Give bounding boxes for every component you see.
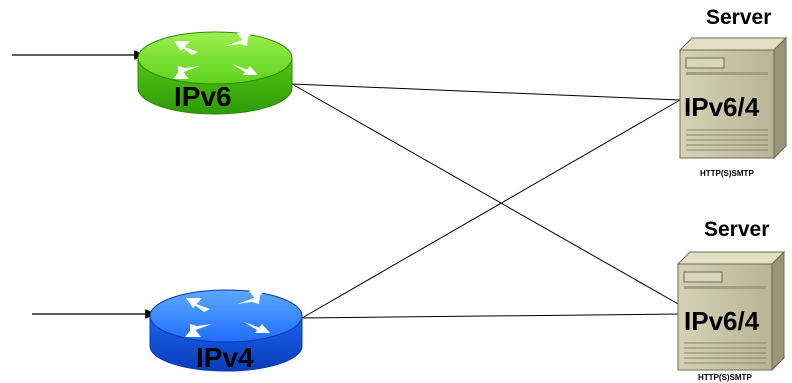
router-icon bbox=[149, 289, 303, 372]
server-bottom: Server IPv6/4 HTTP(S)SMTP bbox=[676, 218, 786, 382]
server-top-protocols: HTTP(S)SMTP bbox=[700, 169, 754, 178]
link-ipv6-to-server-bottom bbox=[291, 83, 681, 306]
router-ipv4: IPv4 bbox=[149, 289, 303, 373]
router-icon bbox=[137, 31, 293, 115]
router-ipv6: IPv6 bbox=[137, 31, 293, 115]
server-bottom-protocols: HTTP(S)SMTP bbox=[698, 373, 752, 382]
server-top-title: Server bbox=[706, 6, 771, 29]
server-bottom-label: IPv6/4 bbox=[684, 306, 760, 336]
link-ipv4-to-server-top bbox=[301, 99, 681, 319]
server-tower-icon bbox=[678, 36, 788, 160]
server-tower-icon bbox=[676, 250, 786, 372]
link-ipv6-to-server-top bbox=[291, 83, 681, 101]
router-ipv6-label: IPv6 bbox=[174, 81, 232, 112]
server-top-label: IPv6/4 bbox=[684, 92, 760, 122]
server-top: Server IPv6/4 HTTP(S)SMTP bbox=[678, 6, 788, 178]
server-bottom-title: Server bbox=[704, 218, 769, 241]
router-ipv4-label: IPv4 bbox=[196, 342, 254, 373]
link-ipv4-to-server-bottom bbox=[301, 313, 681, 319]
